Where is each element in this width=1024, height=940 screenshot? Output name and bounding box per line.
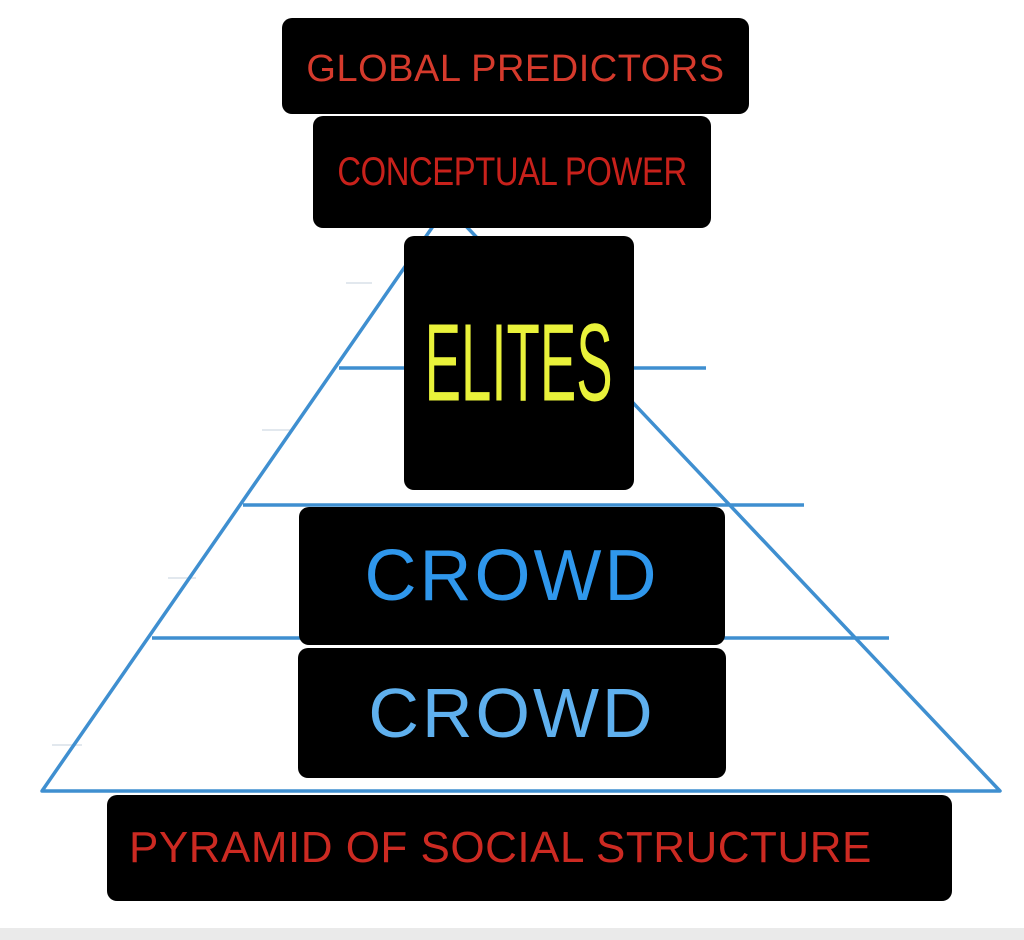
elites-box: ELITES [404, 236, 634, 490]
pyramid-title-box: PYRAMID OF SOCIAL STRUCTURE [107, 795, 952, 901]
crowd-lower-label: CROWD [368, 674, 656, 752]
crowd-upper-box: CROWD [299, 507, 725, 645]
global-predictors-label: GLOBAL PREDICTORS [306, 47, 725, 90]
pyramid-left-ticks [52, 282, 372, 746]
bottom-band [0, 928, 1024, 940]
conceptual-power-label: CONCEPTUAL POWER [337, 149, 687, 194]
pyramid-title-label: PYRAMID OF SOCIAL STRUCTURE [129, 823, 872, 872]
pyramid-outline [40, 204, 1002, 793]
conceptual-power-box: CONCEPTUAL POWER [313, 116, 711, 228]
elites-label: ELITES [425, 300, 614, 425]
global-predictors-box: GLOBAL PREDICTORS [282, 18, 749, 114]
crowd-upper-label: CROWD [364, 536, 660, 616]
crowd-lower-box: CROWD [298, 648, 726, 778]
